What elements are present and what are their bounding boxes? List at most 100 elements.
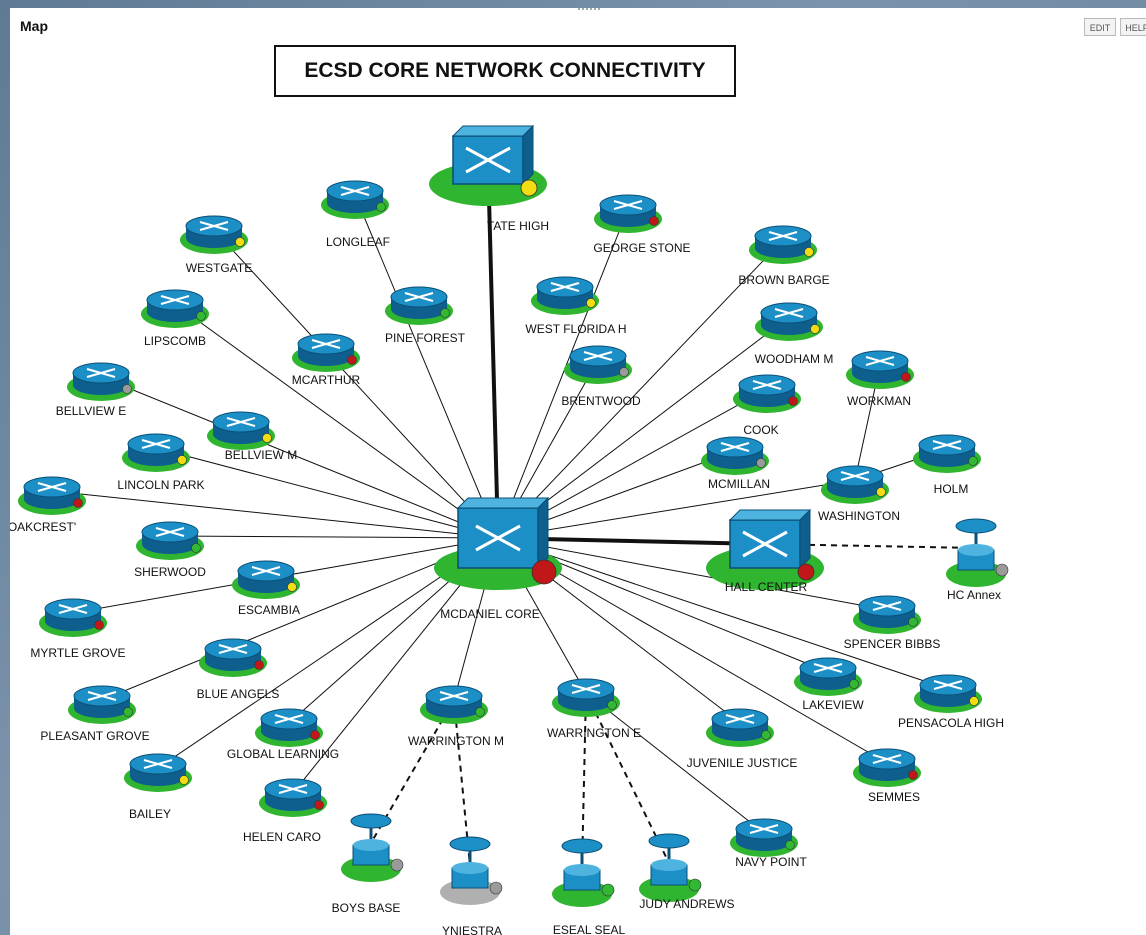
status-dot — [262, 433, 272, 443]
status-dot — [908, 617, 918, 627]
node-globallearning[interactable]: GLOBAL LEARNING — [227, 708, 339, 761]
antenna-dish-icon — [350, 813, 392, 829]
node-lakeview[interactable]: LAKEVIEW — [794, 657, 864, 712]
node-pleasantgrove[interactable]: PLEASANT GROVE — [40, 685, 150, 743]
status-dot — [586, 298, 596, 308]
router-arrows-icon — [768, 231, 798, 241]
node-semmes[interactable]: SEMMES — [853, 748, 921, 804]
node-bellviewe[interactable]: BELLVIEW E — [56, 362, 135, 418]
node-label: BAILEY — [129, 807, 171, 821]
link-mcdaniel-spencerbibbs — [497, 537, 888, 611]
status-dot — [475, 707, 485, 717]
node-judyandrews[interactable]: JUDY ANDREWS — [639, 833, 735, 911]
link-mcdaniel-brownbarge — [497, 239, 784, 539]
wireless-top — [353, 839, 389, 851]
wireless-top — [452, 862, 488, 874]
help-button[interactable]: HELP — [1120, 18, 1146, 36]
node-tate[interactable]: TATE HIGH — [429, 124, 549, 233]
link-mcdaniel-lincolnpark — [155, 447, 499, 539]
status-dot — [122, 384, 132, 394]
node-label: SPENCER BIBBS — [844, 637, 941, 651]
drag-handle[interactable] — [578, 8, 600, 14]
node-esealseal[interactable]: ESEAL SEAL — [552, 838, 625, 935]
node-bailey[interactable]: BAILEY — [124, 753, 192, 821]
node-label: PINE FOREST — [385, 331, 466, 345]
antenna-dish-icon — [648, 833, 690, 849]
node-oakcrest[interactable]: OAKCREST' — [10, 476, 86, 534]
node-pineforest[interactable]: PINE FOREST — [385, 286, 466, 345]
switch-top — [456, 497, 550, 509]
node-label: HC Annex — [947, 588, 1001, 602]
node-westgate[interactable]: WESTGATE — [180, 215, 252, 275]
node-pensacolahigh[interactable]: PENSACOLA HIGH — [898, 674, 1004, 730]
node-washington[interactable]: WASHINGTON — [818, 465, 900, 523]
router-arrows-icon — [86, 368, 116, 378]
node-label: COOK — [743, 423, 778, 437]
link-mcdaniel-oakcrest — [51, 490, 499, 539]
node-label: SEMMES — [868, 790, 920, 804]
node-lipscomb[interactable]: LIPSCOMB — [141, 289, 209, 348]
status-dot — [390, 858, 404, 872]
status-dot — [969, 696, 979, 706]
node-myrtlegrove[interactable]: MYRTLE GROVE — [30, 598, 126, 660]
node-mcarthur[interactable]: MCARTHUR — [292, 333, 361, 387]
node-sherwood[interactable]: SHERWOOD — [134, 521, 206, 579]
link-mcdaniel-sherwood — [169, 535, 499, 539]
node-westfloridah[interactable]: WEST FLORIDA H — [525, 276, 627, 336]
node-warringtonm[interactable]: WARRINGTON M — [408, 685, 504, 748]
node-workman[interactable]: WORKMAN — [846, 350, 914, 408]
link-warringtone-judyandrews — [585, 692, 670, 864]
node-hallcenter[interactable]: HALL CENTER — [706, 508, 824, 594]
node-boysbase[interactable]: BOYS BASE — [332, 813, 404, 915]
node-mcmillan[interactable]: MCMILLAN — [701, 436, 770, 491]
node-brownbarge[interactable]: BROWN BARGE — [738, 225, 830, 287]
node-spencerbibbs[interactable]: SPENCER BIBBS — [844, 595, 941, 651]
status-dot — [810, 324, 820, 334]
node-label: WASHINGTON — [818, 509, 900, 523]
node-label: WESTGATE — [186, 261, 252, 275]
node-navypoint[interactable]: NAVY POINT — [730, 818, 807, 869]
router-arrows-icon — [87, 691, 117, 701]
node-juvenilejustice[interactable]: JUVENILE JUSTICE — [687, 708, 798, 770]
node-blueangels[interactable]: BLUE ANGELS — [197, 638, 280, 701]
status-dot — [968, 456, 978, 466]
status-dot — [123, 707, 133, 717]
status-dot — [235, 237, 245, 247]
node-longleaf[interactable]: LONGLEAF — [321, 180, 390, 249]
status-dot — [619, 367, 629, 377]
node-yniestra[interactable]: YNIESTRA — [440, 836, 503, 935]
node-warringtone[interactable]: WARRINGTON E — [547, 678, 641, 740]
router-arrows-icon — [840, 471, 870, 481]
node-escambia[interactable]: ESCAMBIA — [232, 560, 300, 617]
node-mcdaniel[interactable]: MCDANIEL CORE — [434, 496, 562, 621]
status-dot — [797, 563, 815, 581]
node-label: MCMILLAN — [708, 477, 770, 491]
node-brentwood[interactable]: BRENTWOOD — [561, 345, 641, 408]
link-mcdaniel-bellviewe — [100, 376, 499, 539]
diagram-title: ECSD CORE NETWORK CONNECTIVITY — [274, 45, 736, 97]
link-mcdaniel-longleaf — [354, 194, 499, 539]
node-label: SHERWOOD — [134, 565, 206, 579]
status-dot — [688, 878, 702, 892]
node-label: WARRINGTON M — [408, 734, 504, 748]
node-bellviewm[interactable]: BELLVIEW M — [207, 411, 297, 462]
node-woodhamm[interactable]: WOODHAM M — [755, 302, 834, 366]
status-dot — [785, 840, 795, 850]
node-cook[interactable]: COOK — [733, 374, 801, 437]
status-dot — [94, 620, 104, 630]
node-holm[interactable]: HOLM — [913, 434, 981, 496]
wireless-top — [958, 544, 994, 556]
antenna-dish-icon — [561, 838, 603, 854]
node-georgestone[interactable]: GEORGE STONE — [593, 194, 691, 255]
antenna-dish-icon — [449, 836, 491, 852]
edit-button[interactable]: EDIT — [1084, 18, 1116, 36]
switch-arrows-icon — [742, 530, 788, 558]
node-helencaro[interactable]: HELEN CARO — [243, 778, 327, 844]
link-mcdaniel-pensacolahigh — [497, 537, 949, 690]
node-label: ESCAMBIA — [238, 603, 300, 617]
status-dot — [601, 883, 615, 897]
node-lincolnpark[interactable]: LINCOLN PARK — [117, 433, 205, 492]
node-hcannex[interactable]: HC Annex — [946, 518, 1009, 602]
status-dot — [788, 396, 798, 406]
status-dot — [649, 216, 659, 226]
